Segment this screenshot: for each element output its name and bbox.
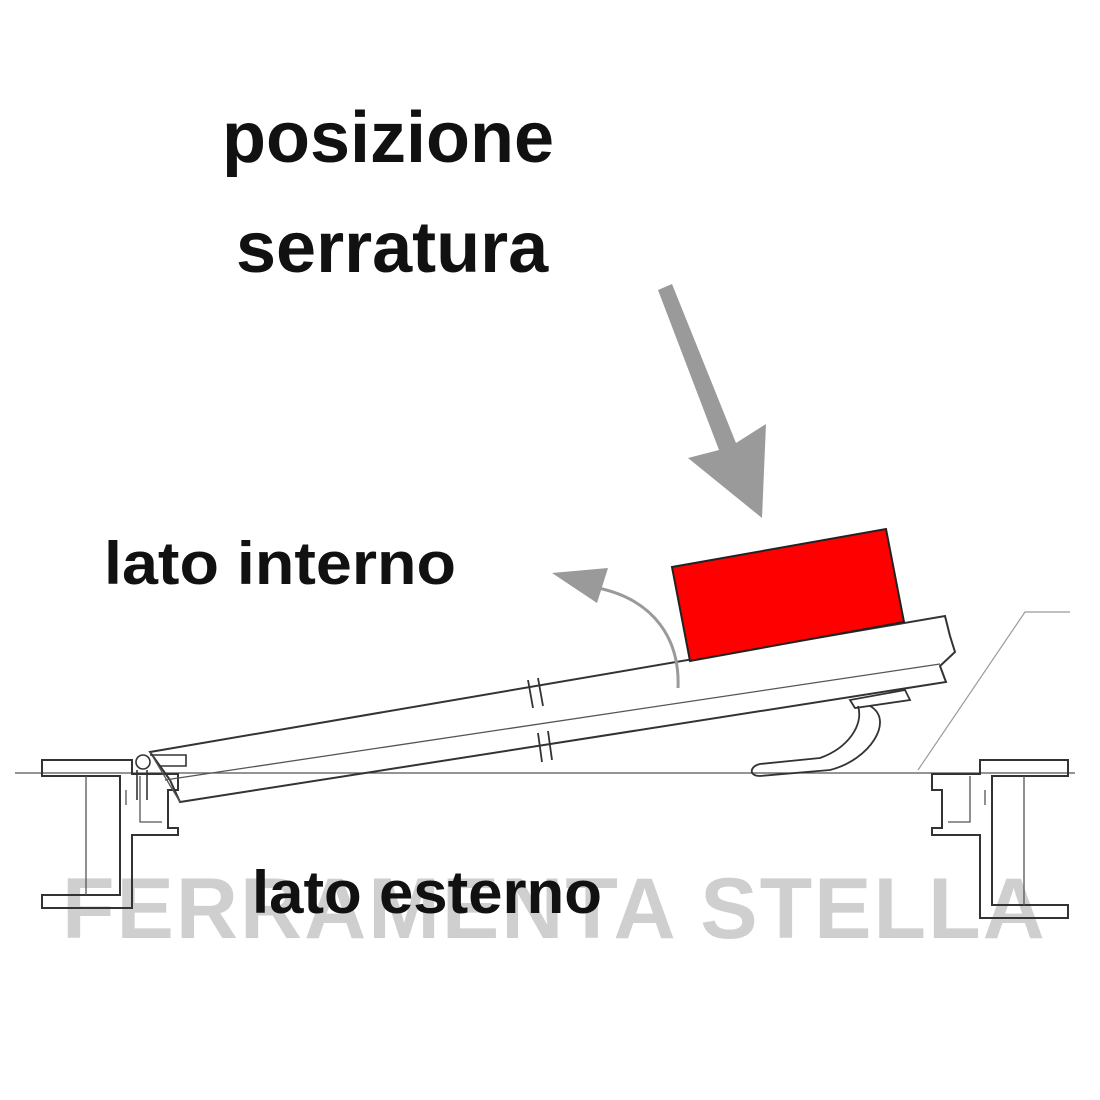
outside-label: lato esterno <box>252 859 602 926</box>
right-door-frame <box>931 759 1069 919</box>
door-handle <box>750 688 912 777</box>
hinge <box>135 754 187 800</box>
door-swing-guide <box>917 611 1070 771</box>
inside-label: lato interno <box>104 530 456 597</box>
door-leaf <box>148 614 957 804</box>
swing-arrow-icon <box>552 568 680 689</box>
title-line-2: serratura <box>236 208 549 288</box>
title-line-1: posizione <box>222 98 554 178</box>
door-break-marks <box>527 677 553 763</box>
lock-box <box>670 527 906 663</box>
pointer-arrow-icon <box>658 284 766 518</box>
watermark-text: FERRAMENTA STELLA <box>62 861 1047 957</box>
